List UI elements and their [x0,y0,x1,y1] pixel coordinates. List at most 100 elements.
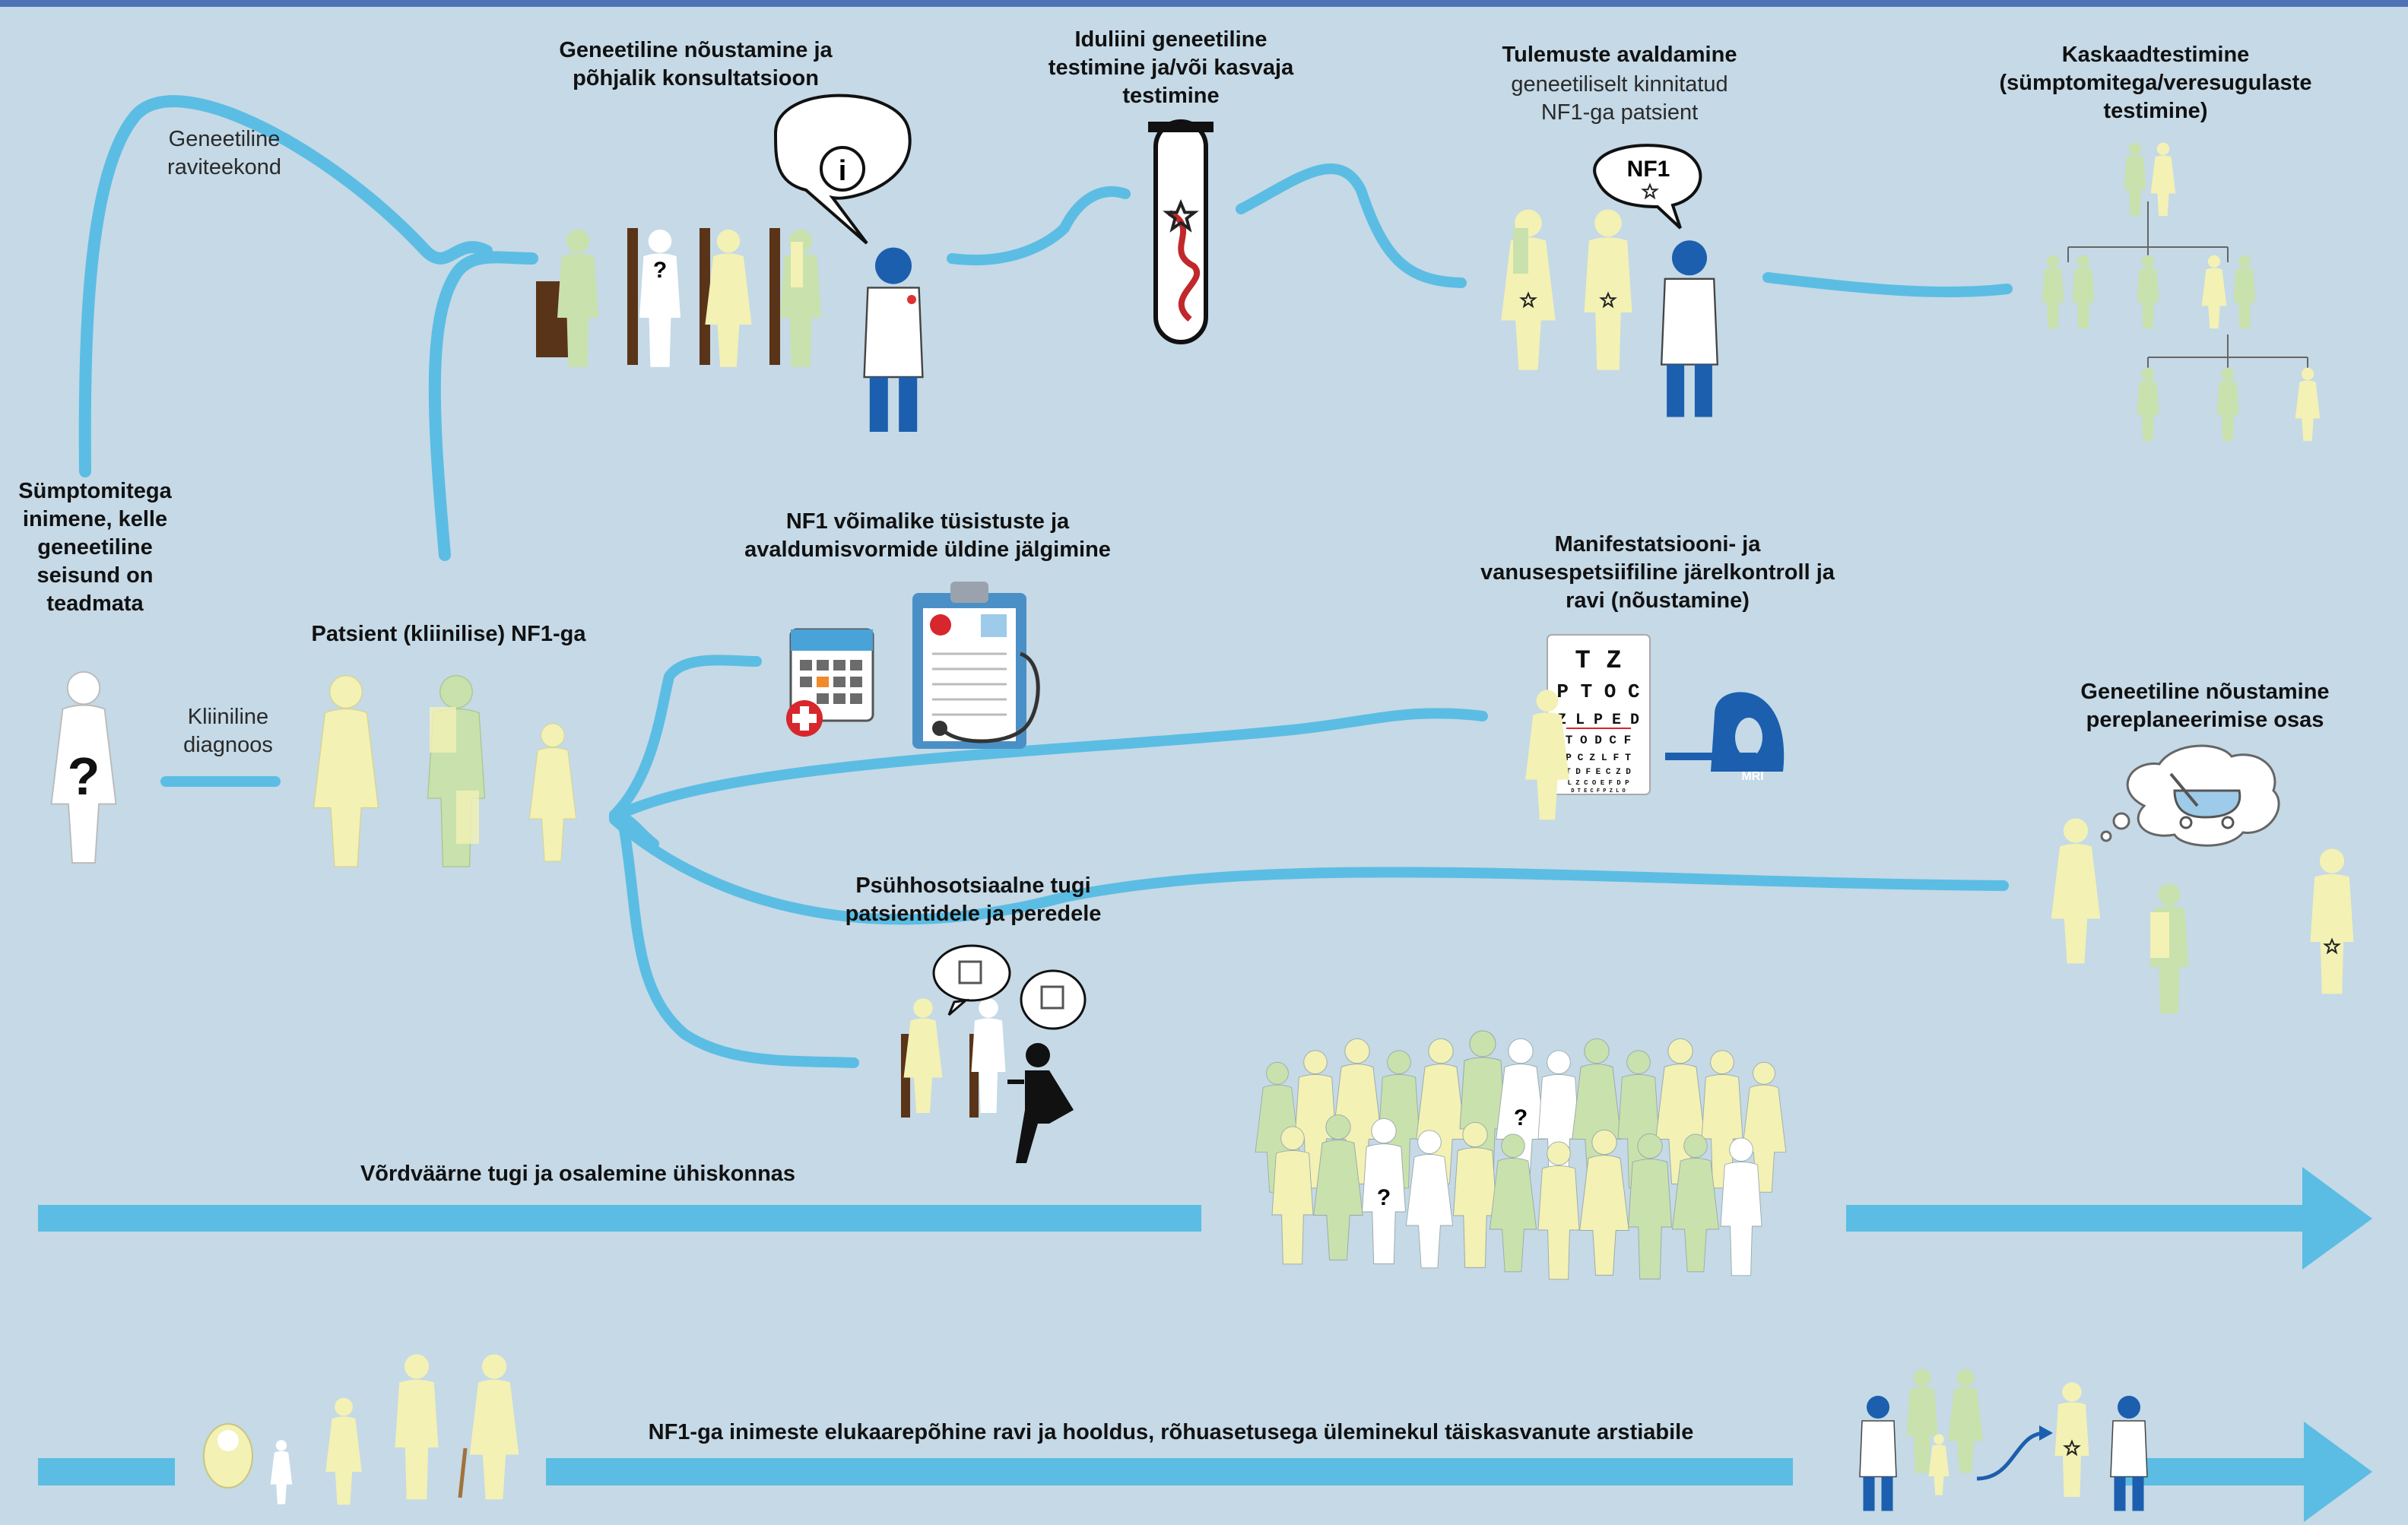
label-line: Iduliini geneetiline [1074,27,1267,52]
flow-path-up-branch [428,251,538,561]
label-line: Manifestatsiooni- ja [1554,532,1761,556]
flow-path-manifest [609,708,1488,823]
label-line: inimene, kelle [22,507,168,532]
psychosocial-scene [901,944,1087,1163]
label-line: Geneetiline nõustamine ja [559,38,833,62]
flow-path-psychosocial [618,820,859,1068]
equal-support-label: Võrdväärne tugi ja osalemine ühiskonnas [360,1162,796,1186]
question-figure-icon: ? [50,671,117,864]
question-mark: ? [1377,1185,1391,1210]
counseling-label: Geneetiline nõustamine ja põhjalik konsu… [525,36,867,93]
top-band [0,0,2408,7]
flow-path-left-arch [78,95,493,477]
equal-support-bar [38,1205,1201,1232]
stethoscope-icon [941,652,1040,743]
germline-testing-label: Iduliini geneetiline testimine ja/või ka… [1019,26,1323,110]
calendar-icon [786,628,874,737]
crowd-group: ?? [1255,1030,1787,1280]
label-line: Kaskaadtestimine [2061,43,2250,67]
eye-chart-row: L Z C O E F D P [1567,779,1629,787]
label-line: diagnoos [183,733,273,758]
label-line: Sümptomitega [18,479,172,503]
label-line: põhjalik konsultatsioon [573,66,819,91]
label-line: Geneetiline nõustamine [2080,680,2330,704]
baby-icon [203,1423,253,1489]
monitoring-label: NF1 võimalike tüsistuste ja avaldumisvor… [715,508,1141,564]
results-scene: NF1 [1501,144,1718,417]
arrow-right-icon [2302,1167,2372,1270]
cascade-tree [2042,142,2321,442]
nf1-bubble-text: NF1 [1627,157,1670,182]
label-line: patsientidele ja peredele [845,902,1102,927]
eye-chart-icon: T Z P T O C Z L P E D T O D C F P C Z L … [1547,634,1651,795]
doctor-icon [1661,240,1718,417]
label-line: geneetiline [37,535,153,560]
label-line: ravi (nõustamine) [1566,588,1750,613]
eye-chart-row: P T O C [1556,680,1639,703]
counseling-scene: ? [536,228,821,367]
doctor-icon [863,247,924,432]
label-line: vanusespetsiifiline järelkontroll ja [1480,560,1835,585]
lifecycle-figures [203,1354,519,1505]
results-title: Tulemuste avaldamine [1502,43,1737,67]
puzzle-bubble-icon [1020,969,1087,1030]
mri-label: MRI [1741,770,1763,783]
label-line: pereplaneerimise osas [2086,708,2324,733]
label-line: Kliiniline [187,705,269,729]
manifest-followup-label: Manifestatsiooni- ja vanusespetsiifiline… [1445,531,1870,615]
family-planning-scene [2051,744,2354,1014]
test-tube-icon [1148,119,1214,344]
arrow-right-icon [2304,1422,2372,1522]
label-line: geneetiliselt kinnitatud [1511,72,1728,97]
flow-path-family [609,814,2009,925]
label-line: teadmata [46,591,144,617]
label-line: seisund on [36,563,154,588]
eye-chart-row: Z L P E D [1557,712,1639,729]
dna-icon [1168,210,1201,322]
equal-support-bar-end [1846,1205,2302,1232]
family-planning-label: Geneetiline nõustamine pereplaneerimise … [2045,678,2365,734]
clinical-diagnosis-label: Kliiniline diagnoos [163,703,293,759]
eye-chart-row: P C Z L F T [1566,752,1631,763]
lifecycle-bar-mid [546,1458,1793,1485]
question-mark: ? [1514,1105,1528,1130]
genetic-path-label: Geneetiline raviteekond [141,125,308,182]
stroller-thought-icon [2100,744,2280,847]
patient-family-group [313,675,577,867]
eye-chart-row: D T E C F P Z L O [1571,788,1625,794]
doctor-icon [1859,1396,1897,1511]
label-line: (sümptomitega/veresugulaste [1999,71,2312,96]
transition-scene [1859,1368,2148,1511]
flow-path-results-cascade [1762,272,2013,298]
flow-path-monitoring [609,655,762,820]
label-line: NF1-ga patsient [1540,100,1699,125]
flow-path-test-results [1236,163,1467,288]
patient-nf1-label: Patsient (kliinilise) NF1-ga [311,622,586,646]
eye-chart-row: T Z [1575,647,1621,676]
lifecycle-bar-left [38,1458,175,1485]
label-line: testimine) [2103,99,2208,124]
label-line: testimine [1122,84,1220,109]
flow-path-branch-hub [609,810,659,849]
label-line: Geneetiline [168,127,281,151]
nf1-bubble [1593,144,1702,230]
label-line: raviteekond [167,155,281,180]
label-line: Psühhosotsiaalne tugi [855,873,1091,898]
eye-chart-row: T D F E C Z D [1566,768,1631,777]
question-mark: ? [68,747,100,806]
clipboard-icon [912,582,1040,749]
crowd-person [1537,1141,1580,1280]
lifecycle-bar-right [2125,1458,2308,1485]
results-subtitle: geneetiliselt kinnitatud NF1-ga patsient [1475,71,1764,127]
cascade-testing-label: Kaskaadtestimine (sümptomitega/veresugul… [1984,41,2327,125]
label-line: avaldumisvormide üldine jälgimine [744,537,1111,563]
label-line: NF1 võimalike tüsistuste ja [785,509,1070,534]
label-line: testimine ja/või kasvaja [1048,55,1294,81]
question-mark: ? [653,258,667,283]
flow-lines [78,95,2013,1068]
puzzle-bubble-icon [932,944,1011,1016]
flow-path-counsel-test [947,186,1131,265]
doctor-icon [2110,1396,2148,1511]
